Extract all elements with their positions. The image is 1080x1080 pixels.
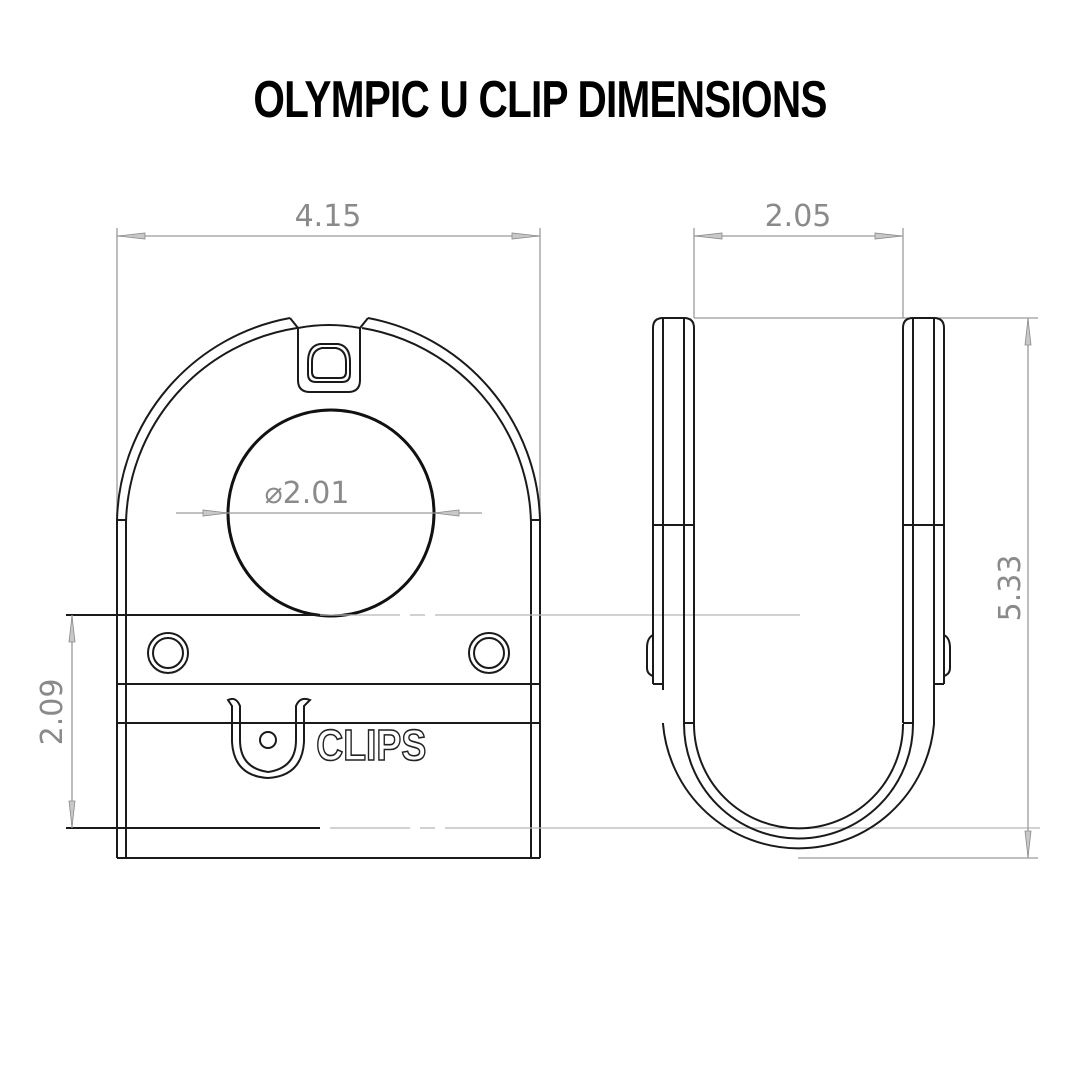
front-height-dimension: 2.09 xyxy=(35,615,76,828)
side-width-dimension: 2.05 xyxy=(693,199,904,318)
uclips-logo: CLIPS xyxy=(226,697,427,780)
logo-text: CLIPS xyxy=(316,720,426,770)
page-title: OLYMPIC U CLIP DIMENSIONS xyxy=(253,71,827,129)
side-width-label: 2.05 xyxy=(765,199,832,234)
front-view: 4.15 ⌀2.01 xyxy=(35,199,1040,859)
hole-diameter-label: ⌀2.01 xyxy=(265,476,350,511)
front-height-label: 2.09 xyxy=(35,679,70,746)
front-width-dimension: 4.15 xyxy=(116,199,541,520)
mounting-hole-left xyxy=(147,632,189,674)
front-width-label: 4.15 xyxy=(295,199,362,234)
side-height-dimension: 5.33 xyxy=(993,318,1032,858)
side-height-label: 5.33 xyxy=(993,555,1028,622)
hole-diameter-dimension: ⌀2.01 xyxy=(176,476,482,517)
mounting-hole-right xyxy=(468,632,510,674)
u-logo-icon xyxy=(226,697,312,780)
side-view: 2.05 5.33 xyxy=(646,199,1038,859)
